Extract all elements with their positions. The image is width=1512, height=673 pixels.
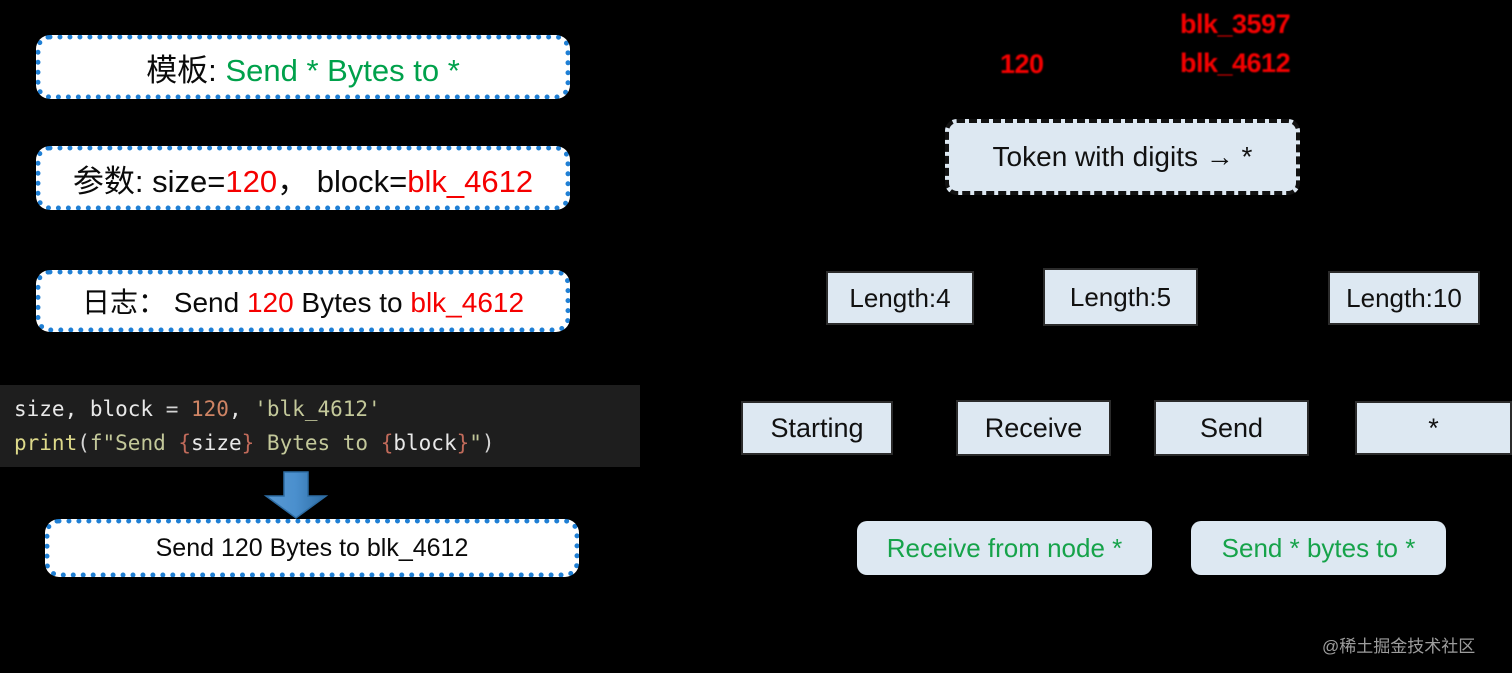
watermark: @稀土掘金技术社区 xyxy=(1322,637,1476,656)
token-rule-text: Token with digits → * xyxy=(992,141,1253,172)
code-number: 120 xyxy=(191,397,229,421)
template-label: 模板: xyxy=(146,52,217,88)
parameters-label: 参数: xyxy=(72,163,144,199)
log-middle: Bytes to xyxy=(293,287,411,318)
length-box-4: Length:4 xyxy=(826,271,974,325)
length-box-label: Length:10 xyxy=(1346,282,1462,313)
word-box-label: Starting xyxy=(770,412,864,443)
code-comma: , xyxy=(228,397,255,421)
parameters-comma: ， xyxy=(277,163,309,199)
code-brace-close-1: } xyxy=(241,431,255,455)
code-quote-close: " xyxy=(469,431,482,455)
annotation-size-value: 120 xyxy=(1000,49,1044,79)
template-result-send: Send * bytes to * xyxy=(1191,521,1446,575)
code-fstring-prefix: f"Send xyxy=(89,431,179,455)
parameters-box: 参数: size=120， block=blk_4612 xyxy=(36,146,570,210)
code-paren-close: ) xyxy=(481,431,495,455)
template-result-label: Receive from node * xyxy=(886,532,1123,563)
word-box-label: * xyxy=(1428,412,1439,443)
log-block-value: blk_4612 xyxy=(410,287,525,318)
log-label: 日志： xyxy=(81,287,166,318)
log-prefix: Send xyxy=(165,287,247,318)
code-brace-open-1: { xyxy=(178,431,192,455)
template-value: Send * Bytes to * xyxy=(225,52,460,88)
length-box-5: Length:5 xyxy=(1043,268,1198,326)
code-var-block: block xyxy=(393,431,457,455)
template-result-receive: Receive from node * xyxy=(857,521,1152,575)
template-result-label: Send * bytes to * xyxy=(1221,532,1416,563)
code-var-size: size xyxy=(191,431,242,455)
parameters-block-value: blk_4612 xyxy=(407,163,534,199)
code-brace-close-2: } xyxy=(456,431,470,455)
word-box-starting: Starting xyxy=(741,401,893,455)
code-fstring-mid: Bytes to xyxy=(254,431,381,455)
log-box: 日志： Send 120 Bytes to blk_4612 xyxy=(36,270,570,332)
length-box-label: Length:5 xyxy=(1069,281,1172,312)
word-box-wildcard: * xyxy=(1355,401,1512,455)
code-print-fn: print xyxy=(14,431,78,455)
parameters-size-key: size= xyxy=(143,163,226,199)
log-size-value: 120 xyxy=(246,287,294,318)
word-box-label: Send xyxy=(1199,412,1264,443)
parameters-block-key: block= xyxy=(308,163,408,199)
rendered-output-box: Send 120 Bytes to blk_4612 xyxy=(45,519,579,577)
code-paren-open: ( xyxy=(77,431,90,455)
rendered-output-text: Send 120 Bytes to blk_4612 xyxy=(155,533,469,562)
down-arrow-icon xyxy=(263,471,329,519)
token-rule-box: Token with digits → * xyxy=(945,119,1300,195)
annotation-block-value-b: blk_4612 xyxy=(1180,48,1291,78)
code-vars: size, block xyxy=(14,397,166,421)
word-box-send: Send xyxy=(1154,400,1309,456)
template-box: 模板: Send * Bytes to * xyxy=(36,35,570,99)
length-box-label: Length:4 xyxy=(849,282,951,313)
code-brace-open-2: { xyxy=(380,431,394,455)
word-box-label: Receive xyxy=(984,412,1083,443)
word-box-receive: Receive xyxy=(956,400,1111,456)
code-string: 'blk_4612' xyxy=(254,397,381,421)
code-equals: = xyxy=(165,397,192,421)
length-box-10: Length:10 xyxy=(1328,271,1480,325)
annotation-block-value-a: blk_3597 xyxy=(1180,9,1291,39)
code-snippet: size, block = 120, 'blk_4612' print(f"Se… xyxy=(0,385,640,467)
parameters-size-value: 120 xyxy=(225,163,278,199)
